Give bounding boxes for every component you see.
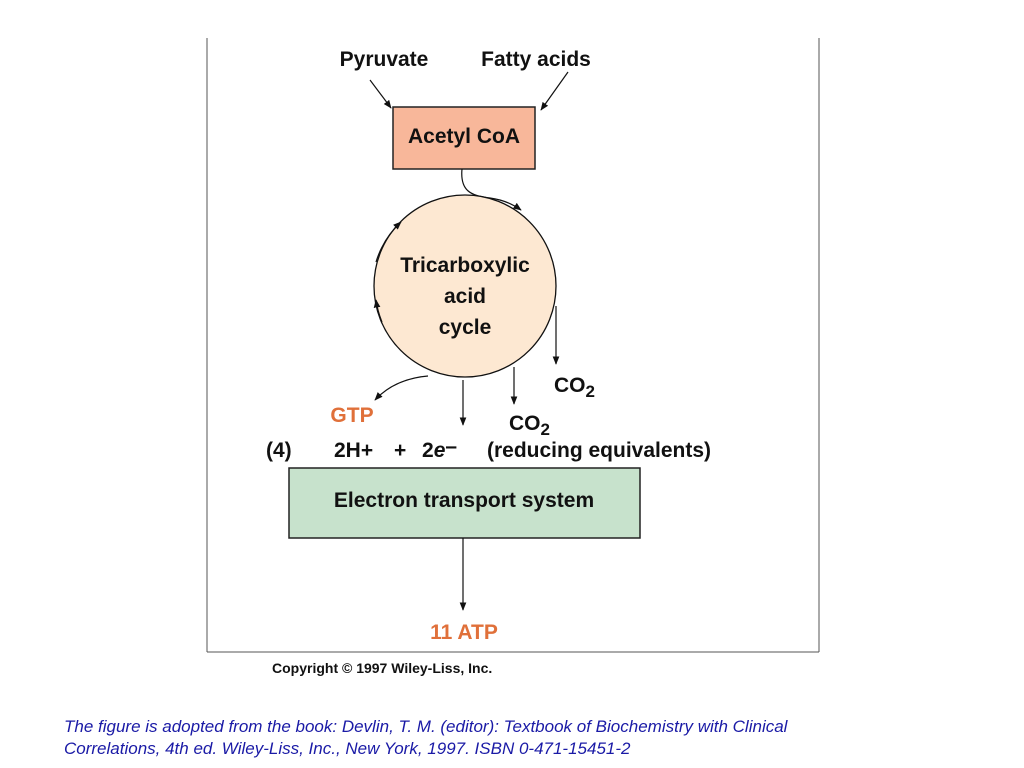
fatty-acids-label: Fatty acids	[481, 48, 591, 71]
source-caption: The figure is adopted from the book: Dev…	[64, 716, 964, 760]
co2-upper-base: CO	[554, 374, 586, 397]
electrons-coef: 2	[422, 439, 434, 462]
cycle-arrow-left	[373, 299, 383, 323]
ets-box	[288, 467, 641, 539]
reducing-equivalents-label: (reducing equivalents)	[487, 439, 711, 462]
electrons-label: 2e–	[422, 435, 457, 462]
co2-lower-label: CO2	[509, 412, 550, 439]
electrons-charge: –	[445, 435, 457, 458]
atp-label: 11 ATP	[430, 621, 498, 644]
gtp-arrow	[374, 375, 429, 401]
cycle-label-line2: acid	[444, 285, 486, 308]
electrons-symbol: e	[434, 439, 446, 462]
count-label: (4)	[266, 439, 292, 462]
cycle-label-line3: cycle	[439, 316, 492, 339]
protons-label: 2H+	[334, 439, 373, 462]
caption-line-1: The figure is adopted from the book: Dev…	[64, 717, 788, 736]
pyruvate-arrow	[369, 79, 392, 109]
acetyl-coa-label: Acetyl CoA	[408, 125, 520, 148]
pyruvate-label: Pyruvate	[340, 48, 429, 71]
co2-lower-sub: 2	[541, 420, 550, 439]
plus-label: +	[394, 439, 406, 462]
cycle-arrow-top	[375, 221, 402, 263]
co2-upper-sub: 2	[586, 382, 595, 401]
co2-upper-label: CO2	[554, 374, 595, 401]
tca-cycle-circle	[373, 194, 557, 378]
co2-lower-base: CO	[509, 412, 541, 435]
copyright-label: Copyright © 1997 Wiley-Liss, Inc.	[272, 660, 492, 676]
gtp-label: GTP	[330, 404, 373, 427]
acetyl-coa-box	[392, 106, 536, 170]
caption-line-2: Correlations, 4th ed. Wiley-Liss, Inc., …	[64, 739, 631, 758]
ets-label: Electron transport system	[334, 489, 594, 512]
fatty-acids-arrow	[540, 71, 569, 111]
cycle-label-line1: Tricarboxylic	[400, 254, 530, 277]
